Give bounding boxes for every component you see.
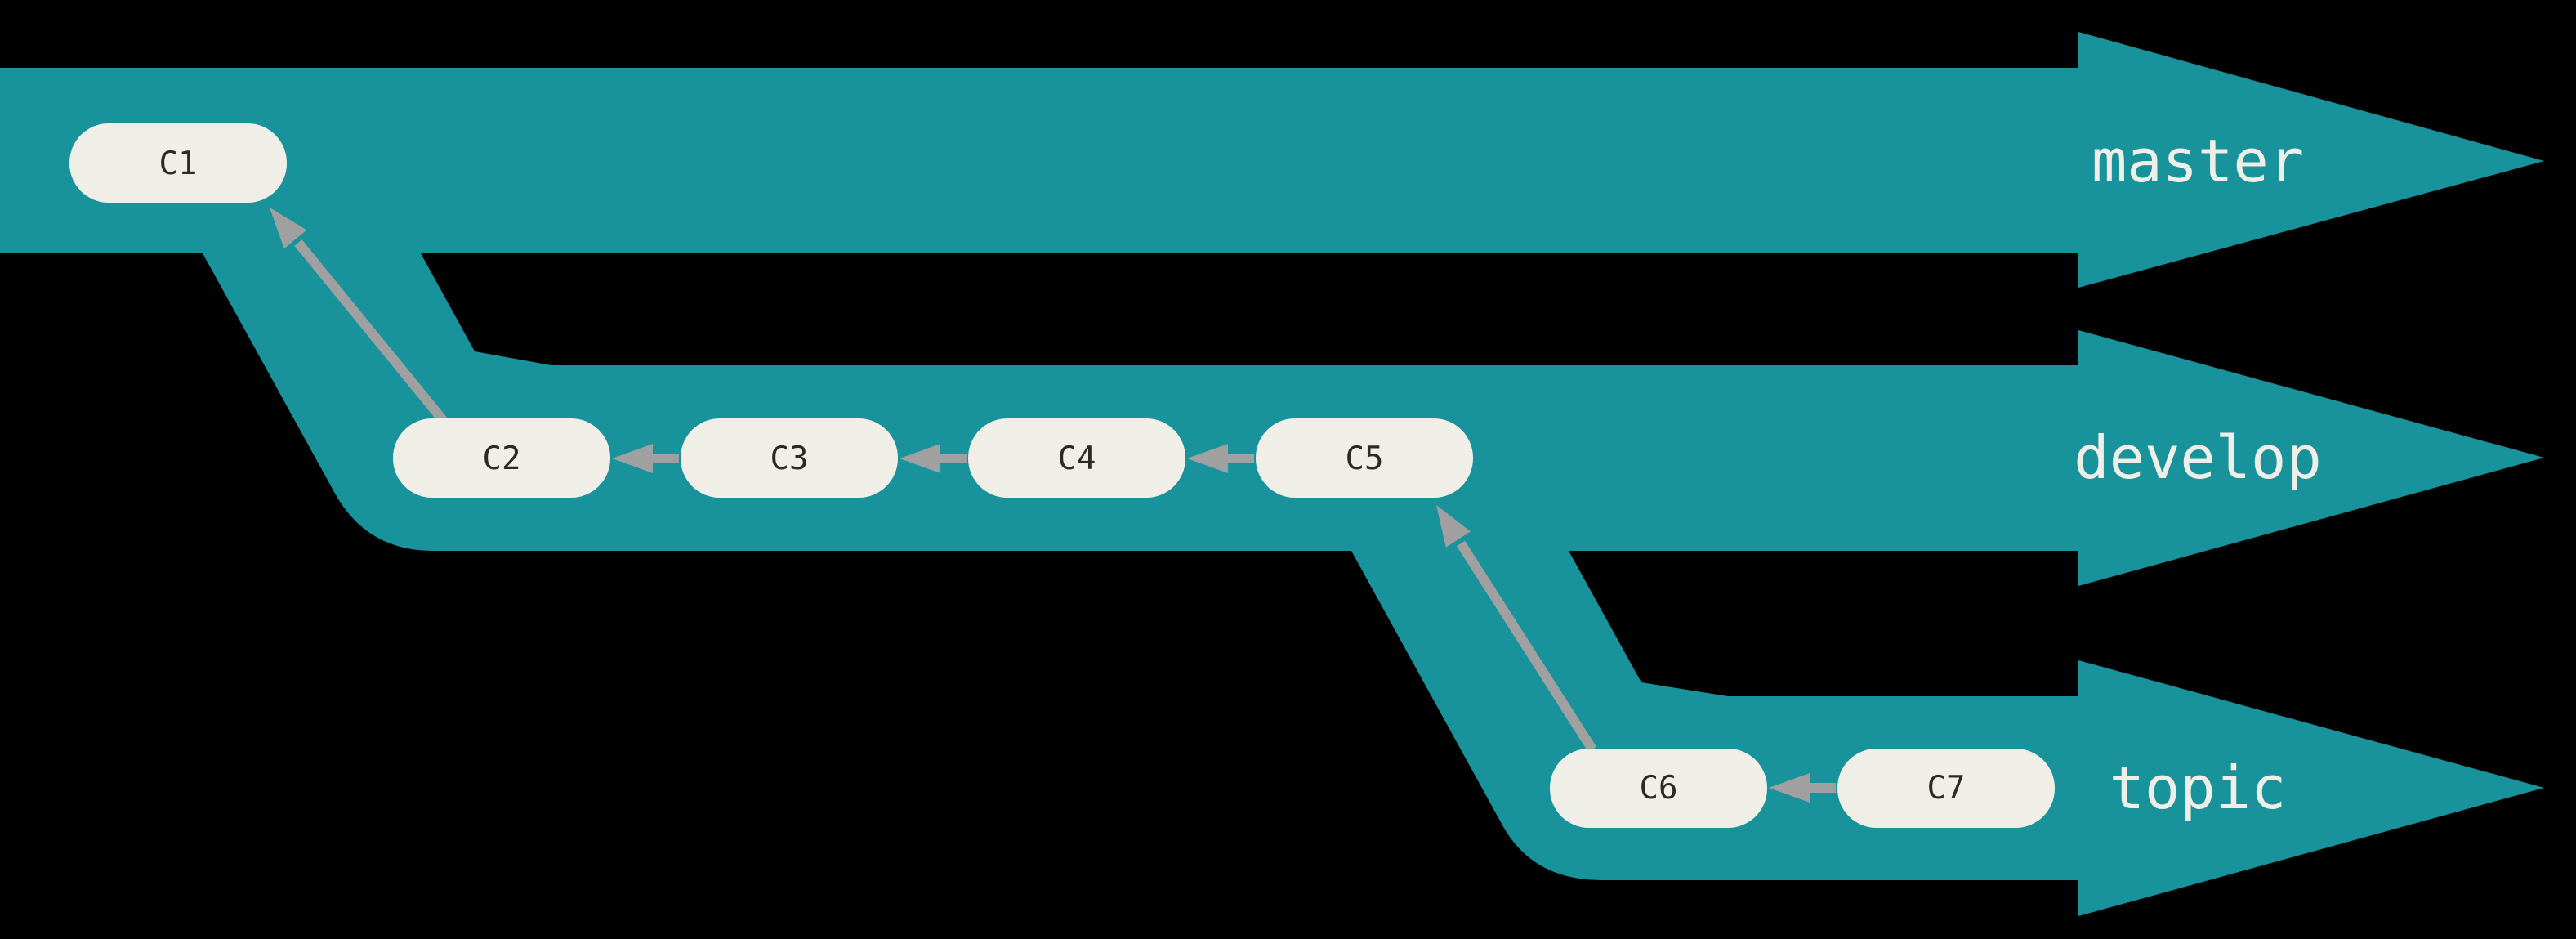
- commit-pill-c6: [1550, 749, 1767, 828]
- branch-band-group-develop: [203, 253, 2544, 586]
- branch-label-develop: develop: [2074, 423, 2321, 492]
- arrow-shaft-c6-c5: [1456, 540, 1597, 753]
- commit-label-c3: C3: [770, 440, 809, 477]
- commit-node-c2: C2: [393, 418, 610, 498]
- parent-arrow-c3-c2: [612, 444, 679, 473]
- commit-node-c1: C1: [69, 123, 287, 203]
- arrow-shaft-c2-c1: [294, 239, 447, 423]
- parent-arrow-c4-c3: [900, 444, 967, 473]
- commit-pill-c5: [1256, 418, 1473, 498]
- master-band: [0, 68, 2082, 253]
- arrow-head-c5-c4-icon: [1187, 444, 1228, 473]
- parent-arrow-c5-c4: [1187, 444, 1254, 473]
- commit-label-c1: C1: [159, 145, 198, 182]
- arrow-head-c4-c3-icon: [900, 444, 940, 473]
- arrow-head-c6-c5-icon: [1436, 505, 1471, 548]
- commit-node-c5: C5: [1256, 418, 1473, 498]
- parent-arrow-c7-c6: [1769, 773, 1836, 803]
- arrow-head-c7-c6-icon: [1769, 773, 1810, 803]
- parent-arrow-c6-c5: [1436, 505, 1597, 753]
- branch-band-group-topic: [1351, 551, 2544, 916]
- develop-band: [203, 253, 2082, 551]
- parent-arrow-c2-c1: [270, 208, 447, 423]
- topic-band: [1351, 551, 2082, 880]
- commit-label-c4: C4: [1058, 440, 1096, 477]
- commit-pill-c1: [69, 123, 287, 203]
- branch-label-topic: topic: [2109, 753, 2287, 822]
- topic-arrowhead: [2078, 660, 2544, 916]
- commit-node-c6: C6: [1550, 749, 1767, 828]
- commit-label-c6: C6: [1640, 770, 1678, 807]
- commit-pill-c4: [968, 418, 1185, 498]
- branch-band-group-master: [0, 32, 2544, 288]
- master-arrowhead: [2078, 32, 2544, 288]
- commit-node-c7: C7: [1837, 749, 2055, 828]
- commit-pill-c7: [1837, 749, 2055, 828]
- commit-node-c3: C3: [681, 418, 898, 498]
- arrow-head-c3-c2-icon: [612, 444, 653, 473]
- arrow-head-c2-c1-icon: [270, 208, 307, 249]
- develop-arrowhead: [2078, 330, 2544, 586]
- commit-label-c7: C7: [1927, 770, 1966, 807]
- branch-label-master: master: [2092, 127, 2304, 195]
- commit-label-c2: C2: [483, 440, 521, 477]
- commit-label-c5: C5: [1346, 440, 1384, 477]
- commit-node-c4: C4: [968, 418, 1185, 498]
- commit-pill-c2: [393, 418, 610, 498]
- commit-pill-c3: [681, 418, 898, 498]
